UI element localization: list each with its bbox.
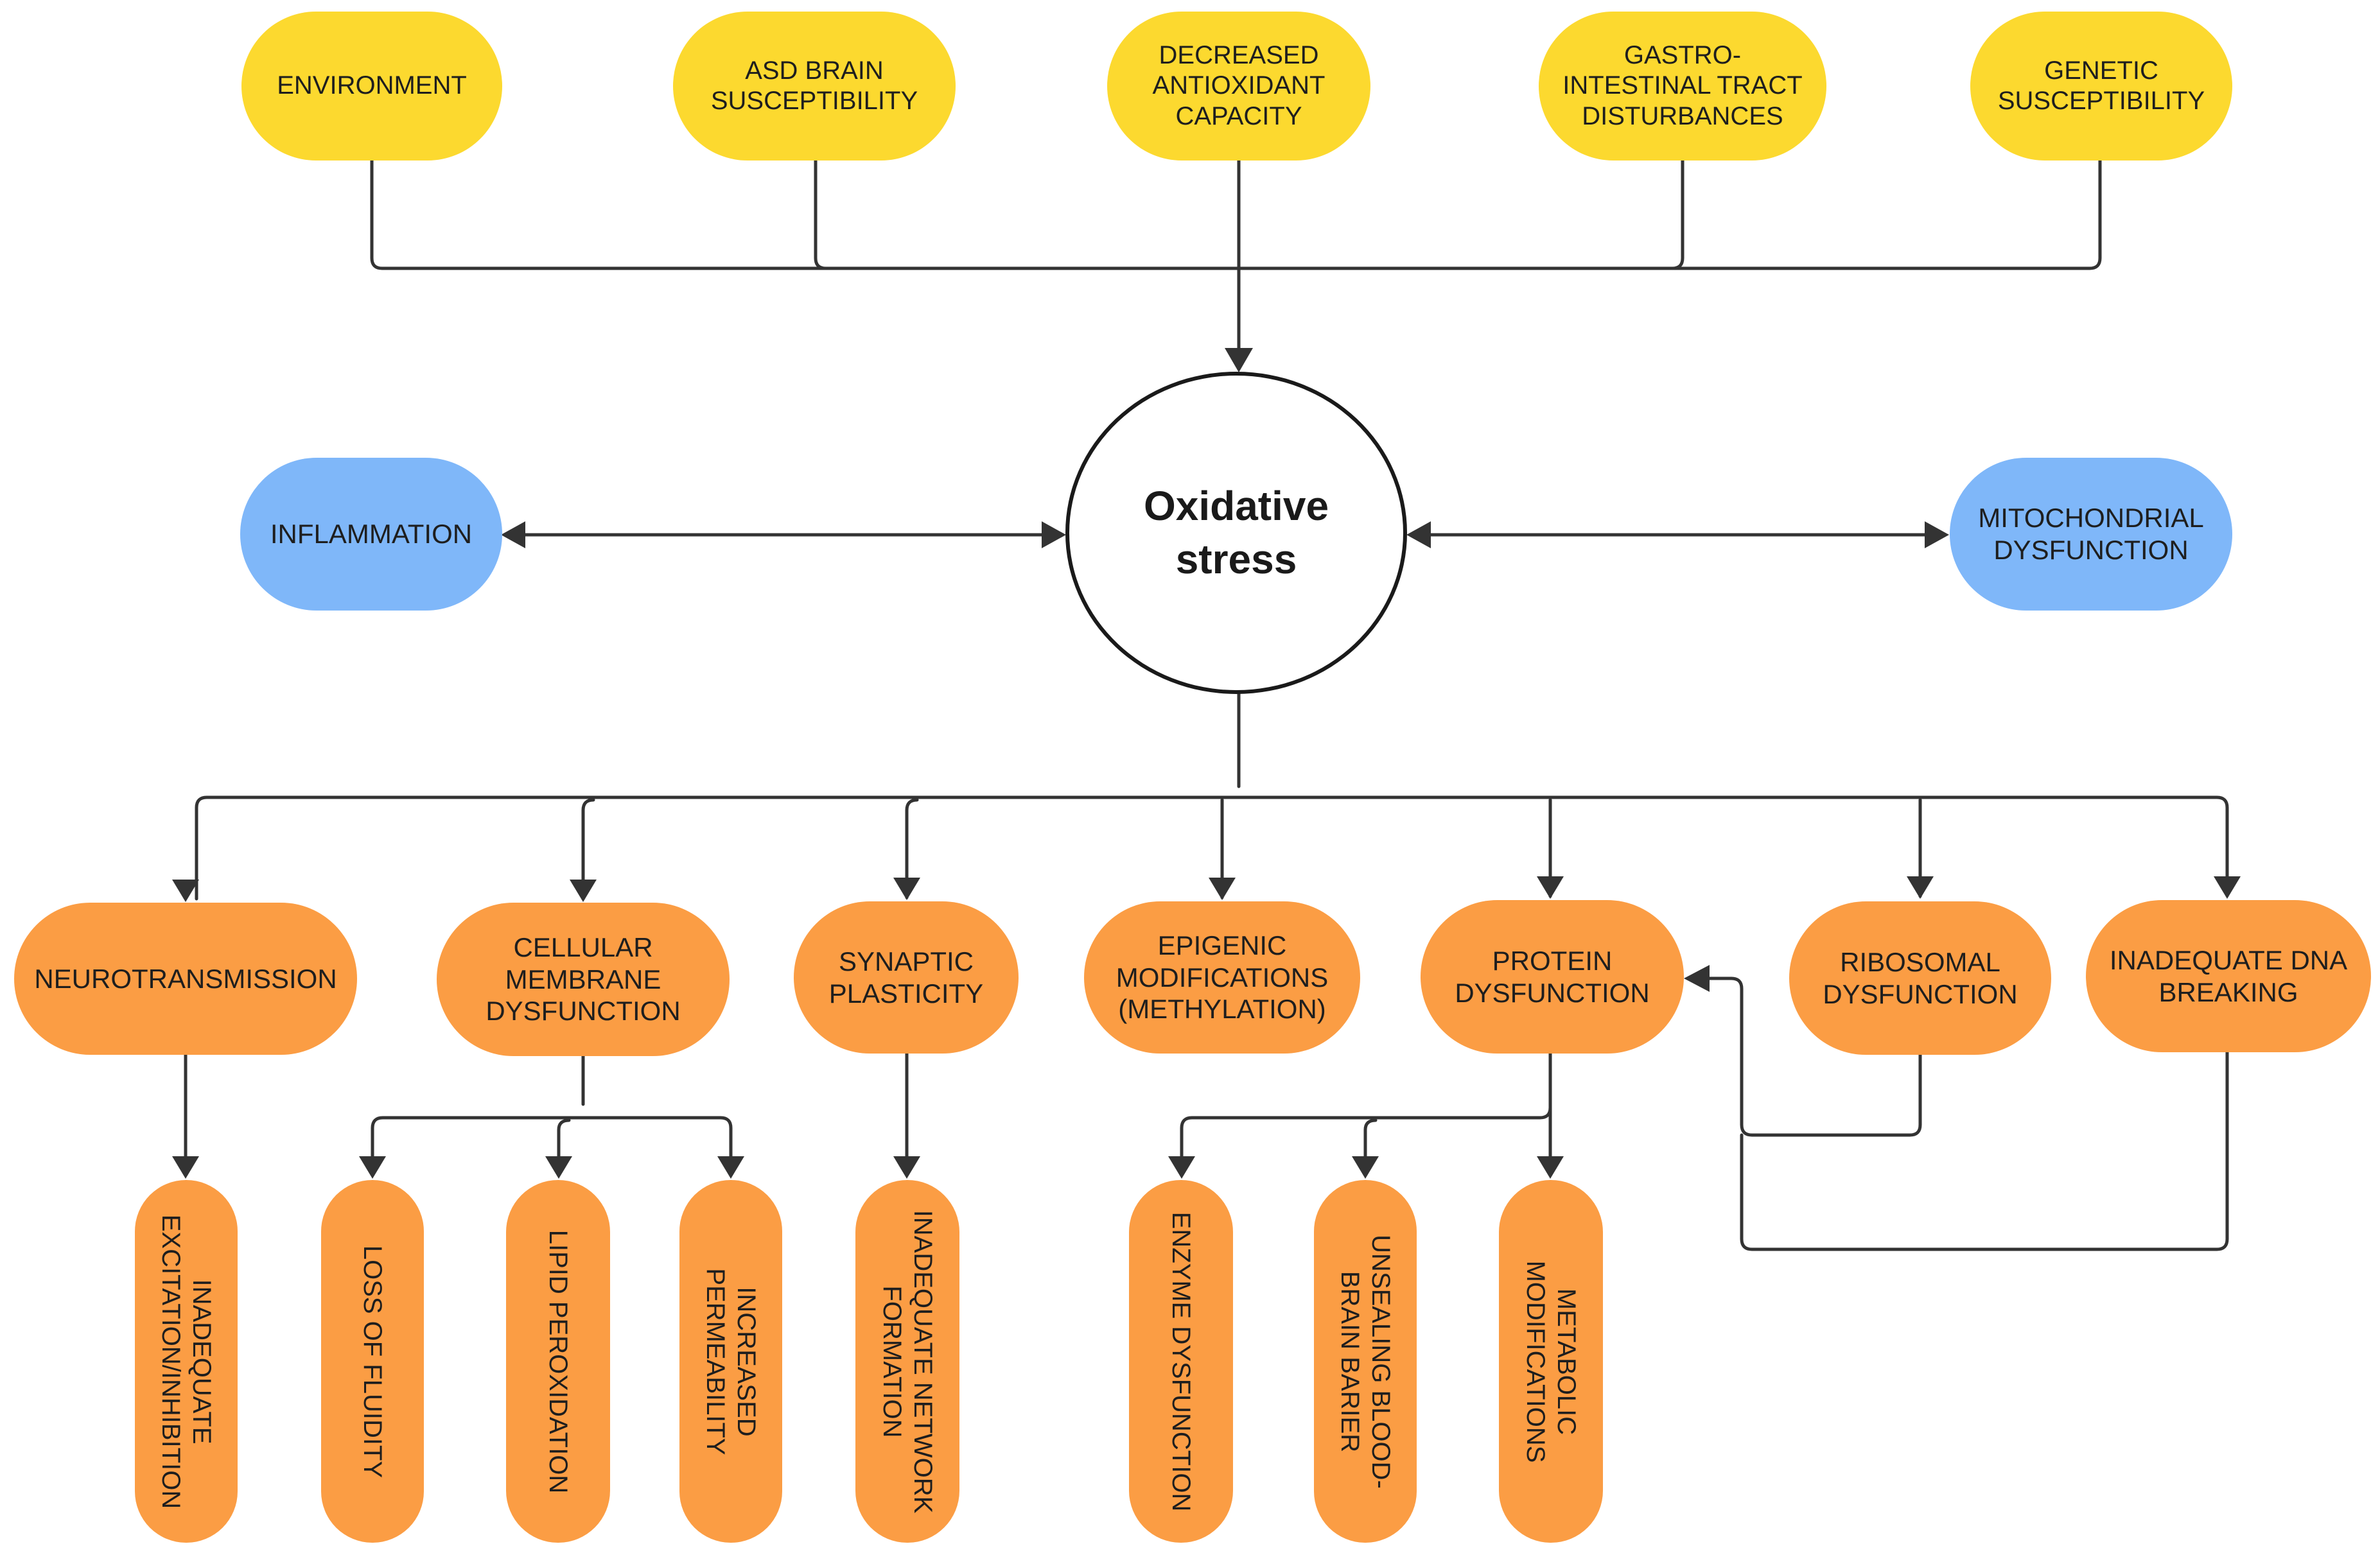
outcome-bbb-label: UNSEALING BLOOD- BRAIN BARIER (1336, 1234, 1395, 1489)
effect-dna-label: INADEQUATE DNA BREAKING (2109, 944, 2348, 1007)
effect-protein-label: PROTEIN DYSFUNCTION (1455, 945, 1650, 1008)
effect-ribosomal-label: RIBOSOMAL DYSFUNCTION (1823, 946, 2018, 1009)
cause-genetic-label: GENETIC SUSCEPTIBILITY (1997, 56, 2205, 115)
feedback-dna (1740, 1050, 2229, 1251)
cause-gastro-label: GASTRO- INTESTINAL TRACT DISTURBANCES (1562, 41, 1803, 130)
cause-genetic-susceptibility: GENETIC SUSCEPTIBILITY (1970, 12, 2232, 161)
cause-asd-brain-susceptibility: ASD BRAIN SUSCEPTIBILITY (673, 12, 956, 161)
outcome-fluidity-label: LOSS OF FLUIDITY (358, 1245, 387, 1478)
outcome-inadequate-excitation-inhibition: INADEQUATE EXCITATION/INHIBITION (135, 1180, 238, 1543)
effect-synaptic-label: SYNAPTIC PLASTICITY (828, 946, 984, 1009)
cause-gastrointestinal-disturbances: GASTRO- INTESTINAL TRACT DISTURBANCES (1539, 12, 1826, 161)
outcome-metabolic-modifications: METABOLIC MODIFICATIONS (1499, 1180, 1603, 1543)
effect-neurotransmission: NEUROTRANSMISSION (14, 903, 357, 1055)
cause-line-genetic (1237, 159, 2102, 270)
outcome-lipid-peroxidation: LIPID PEROXIDATION (506, 1180, 610, 1543)
outcome-bus-protein (1180, 1052, 1552, 1172)
outcome-loss-of-fluidity: LOSS OF FLUIDITY (321, 1180, 424, 1543)
effect-inadequate-dna-breaking: INADEQUATE DNA BREAKING (2086, 900, 2371, 1052)
cause-antioxidant-label: DECREASED ANTIOXIDANT CAPACITY (1152, 41, 1326, 130)
outcome-enzyme-label: ENZYME DYSFUNCTION (1167, 1211, 1195, 1511)
effect-line-synaptic (905, 798, 919, 899)
inflammation-label: INFLAMMATION (270, 519, 473, 550)
arrowheads (172, 348, 2241, 1179)
effect-line-membrane (581, 798, 595, 901)
effect-epigenic-label: EPIGENIC MODIFICATIONS (METHYLATION) (1116, 930, 1329, 1025)
outcome-inadequate-network-formation: INADEQUATE NETWORK FORMATION (855, 1180, 959, 1543)
effect-protein-dysfunction: PROTEIN DYSFUNCTION (1421, 900, 1684, 1054)
inflammation-node: INFLAMMATION (240, 458, 502, 611)
outcome-bus-membrane (371, 1054, 733, 1172)
effect-neurotransmission-label: NEUROTRANSMISSION (34, 963, 337, 994)
outcome-unsealing-blood-brain-barier: UNSEALING BLOOD- BRAIN BARIER (1314, 1180, 1417, 1543)
effect-synaptic-plasticity: SYNAPTIC PLASTICITY (794, 901, 1019, 1054)
feedback-ribosomal (1688, 976, 1922, 1137)
cause-line-asd (814, 159, 828, 270)
effect-epigenic-modifications: EPIGENIC MODIFICATIONS (METHYLATION) (1084, 901, 1360, 1054)
outcome-excitation-label: INADEQUATE EXCITATION/INHIBITION (157, 1214, 216, 1509)
cause-line-gastro (1670, 159, 1684, 270)
cause-line-environment (370, 159, 1241, 270)
outcome-network-label: INADEQUATE NETWORK FORMATION (878, 1210, 937, 1513)
cause-environment: ENVIRONMENT (241, 12, 502, 161)
cause-asd-label: ASD BRAIN SUSCEPTIBILITY (710, 56, 918, 115)
effect-ribosomal-dysfunction: RIBOSOMAL DYSFUNCTION (1789, 901, 2051, 1055)
outcome-lipid-label: LIPID PEROXIDATION (544, 1229, 572, 1493)
cause-decreased-antioxidant-capacity: DECREASED ANTIOXIDANT CAPACITY (1107, 12, 1370, 161)
effect-bus (195, 795, 2229, 901)
oxidative-stress-label: Oxidative stress (1143, 482, 1329, 582)
oxidative-stress-node: Oxidative stress (1065, 372, 1407, 694)
mitochondrial-label: MITOCHONDRIAL DYSFUNCTION (1978, 503, 2204, 565)
outcome-metabolic-label: METABOLIC MODIFICATIONS (1521, 1260, 1580, 1462)
mitochondrial-dysfunction-node: MITOCHONDRIAL DYSFUNCTION (1950, 458, 2232, 611)
effect-cellular-membrane-dysfunction: CELLULAR MEMBRANE DYSFUNCTION (437, 903, 730, 1056)
outcome-increased-permeability: INCREASED PERMEABILITY (679, 1180, 782, 1543)
outcome-permeability-label: INCREASED PERMEABILITY (701, 1267, 760, 1455)
cause-environment-label: ENVIRONMENT (277, 71, 467, 100)
outcome-enzyme-dysfunction: ENZYME DYSFUNCTION (1129, 1180, 1233, 1543)
effect-membrane-label: CELLULAR MEMBRANE DYSFUNCTION (486, 932, 681, 1027)
